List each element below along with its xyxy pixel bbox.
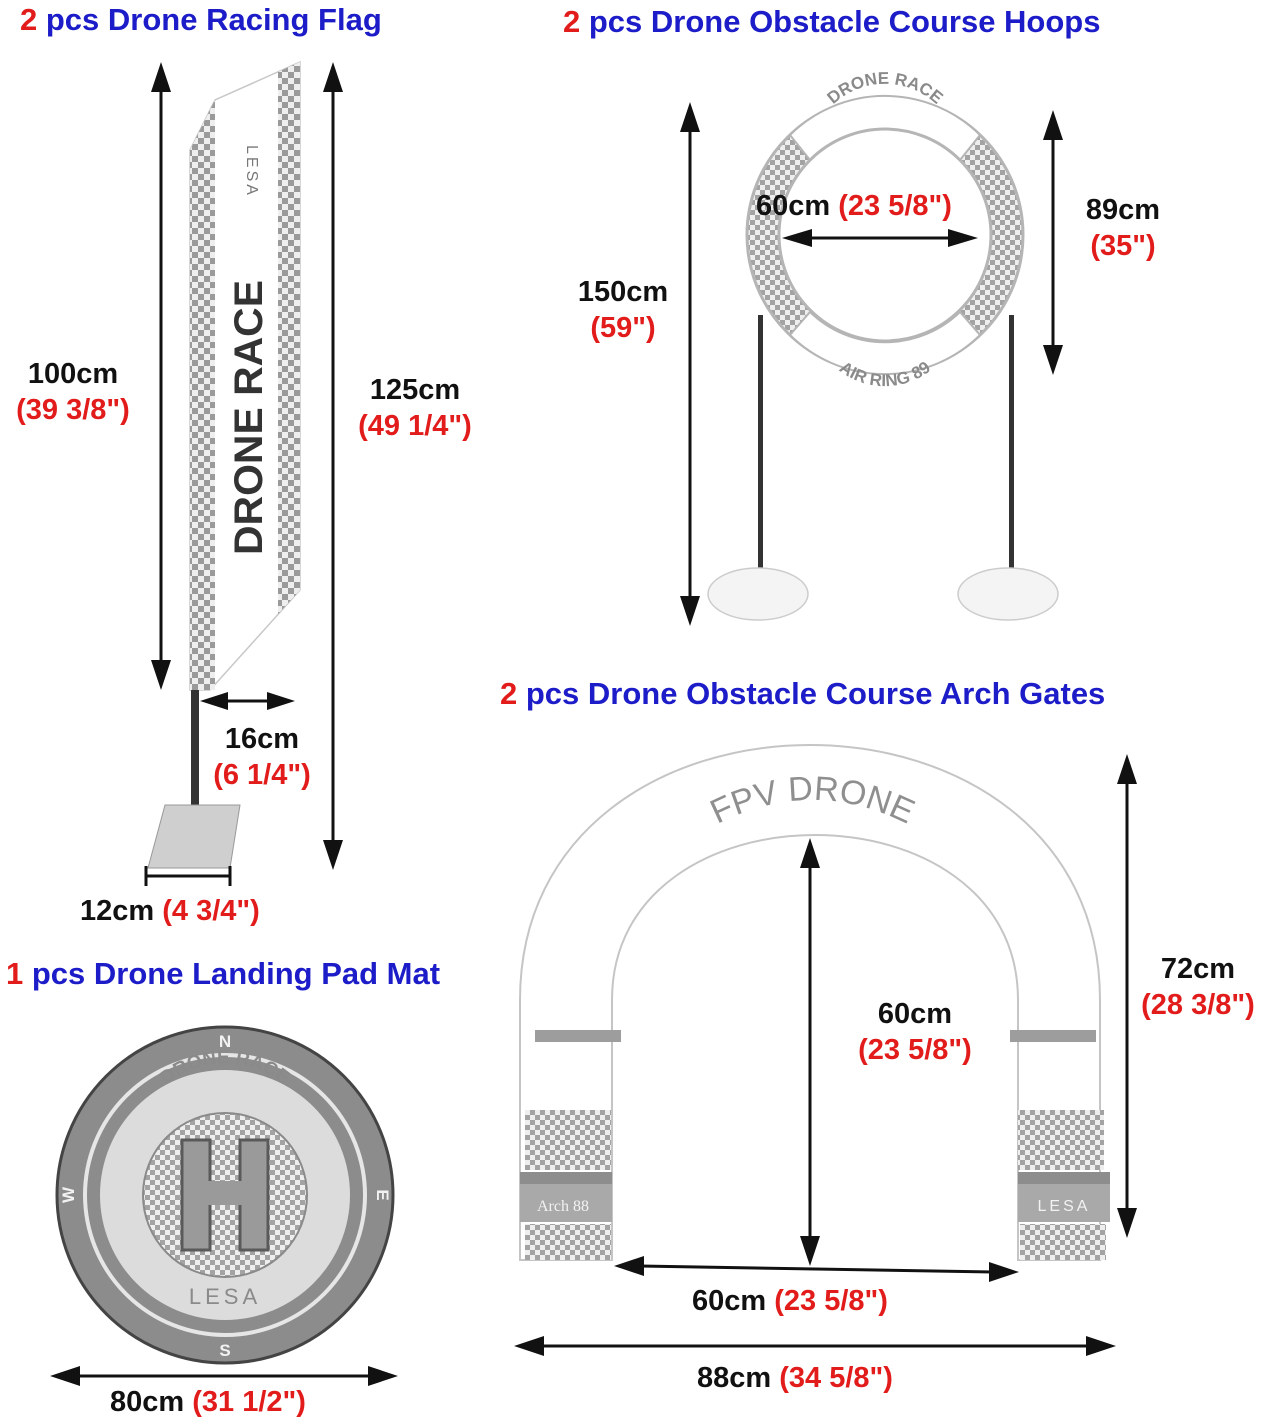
pad-title-text: pcs Drone Landing Pad Mat [23,956,441,991]
arch-inner-width-cm: 60cm [692,1285,767,1317]
pad-compass-s: S [219,1341,230,1360]
pad-diameter-cm: 80cm [110,1386,185,1418]
arch-right-checker-low [1020,1224,1106,1260]
hoop-dimension-lines [680,102,1063,626]
hoop-inner-cm: 60cm [756,190,831,222]
pad-compass-ring [83,1053,367,1337]
flag-base-inch: (4 3/4") [162,895,260,927]
arch-left-checker [525,1110,611,1170]
flag-total-height-label: 125cm (49 1/4") [358,372,472,444]
arch-title-text: pcs Drone Obstacle Course Arch Gates [517,676,1106,711]
arch-outer-width-cm: 88cm [697,1362,772,1394]
arch-right-checker [1018,1110,1104,1170]
arch-right-label-panel [1018,1184,1110,1222]
flag-brand-text: LESA [243,145,260,198]
flag-base-cm: 12cm [80,895,155,927]
pad-dimension-lines [50,1366,398,1386]
hoop-inner-opening [777,127,993,343]
flag-dimension-lines [144,62,343,886]
arch-height-inch: (28 3/8") [1141,989,1255,1021]
pad-compass-e: E [373,1189,392,1200]
hoops-qty: 2 [563,4,581,39]
hoop-ring-label: 89cm (35") [1086,192,1160,264]
hoop-ring-inch: (35") [1090,230,1156,262]
hoop-total-inch: (59") [590,312,656,344]
hoop-illustration: DRONE RACE AIR RING 89 [707,69,1059,621]
pad-compass-w: W [59,1186,78,1203]
flag-total-height-cm: 125cm [369,374,461,406]
flag-width-cm: 16cm [224,723,300,755]
pad-diameter-label: 80cm (31 1/2") [110,1384,306,1420]
flag-checker-right [278,62,300,614]
arch-print-left: Arch 88 [537,1198,589,1215]
arch-gate-illustration: Arch 88 LESA FPV DRONE [519,744,1110,1261]
pad-brand-text: LESA [189,1284,261,1309]
pad-h-glyph [180,1138,270,1252]
arch-inner-height-inch: (23 5/8") [858,1034,972,1066]
arch-qty: 2 [500,676,518,711]
hoop-right-base [957,567,1059,621]
arch-inner-width-label: 60cm (23 5/8") [692,1283,888,1319]
arch-inner-height-label: 60cm (23 5/8") [858,996,972,1068]
arch-inner-height-cm: 60cm [877,998,953,1030]
hoop-right-pole [1009,315,1014,580]
flag-height-label: 100cm (39 3/8") [16,356,130,428]
arch-section-title: 2 pcs Drone Obstacle Course Arch Gates [500,676,1105,712]
pad-diameter-inch: (31 1/2") [192,1386,306,1418]
arch-left-stripe [535,1030,621,1042]
flag-height-cm: 100cm [27,358,119,390]
arch-brand-text: LESA [1038,1198,1091,1215]
hoop-ring-cm: 89cm [1085,194,1161,226]
arch-right-stripe [1010,1030,1096,1042]
hoop-total-cm: 150cm [577,276,669,308]
flag-pole [191,690,199,840]
flag-title-text: pcs Drone Racing Flag [37,2,382,37]
arch-right-band [1018,1172,1110,1184]
flag-base-plate [147,804,241,869]
hoop-total-label: 150cm (59") [578,274,668,346]
flag-total-height-inch: (49 1/4") [358,410,472,442]
flag-height-inch: (39 3/8") [16,394,130,426]
hoop-inner-label: 60cm (23 5/8") [756,188,952,224]
arch-height-label: 72cm (28 3/8") [1141,951,1255,1023]
flag-qty: 2 [20,2,38,37]
arch-height-cm: 72cm [1160,953,1236,985]
hoops-section-title: 2 pcs Drone Obstacle Course Hoops [563,4,1100,40]
flag-checker-left [190,100,215,690]
arch-inner-width-inch: (23 5/8") [774,1285,888,1317]
arch-left-checker-low [525,1224,611,1260]
hoops-title-text: pcs Drone Obstacle Course Hoops [580,4,1101,39]
arch-outer-width-inch: (34 5/8") [779,1362,893,1394]
landing-pad-illustration: DRONE RACE LESA N S W E [55,1025,395,1365]
racing-flag-illustration: DRONE RACE LESA [147,60,301,869]
hoop-left-pole [758,315,763,580]
arch-left-band [520,1172,612,1184]
pad-qty: 1 [6,956,24,991]
hoop-left-base [707,567,809,621]
flag-width-label: 16cm (6 1/4") [213,721,311,793]
flag-width-inch: (6 1/4") [213,759,311,791]
pad-section-title: 1 pcs Drone Landing Pad Mat [6,956,440,992]
flag-base-label: 12cm (4 3/4") [80,893,260,929]
arch-body [519,744,1101,1261]
arch-outer-width-label: 88cm (34 5/8") [697,1360,893,1396]
pad-compass-n: N [219,1032,231,1051]
hoop-inner-inch: (23 5/8") [838,190,952,222]
arch-dimension-lines [514,754,1137,1356]
flag-section-title: 2 pcs Drone Racing Flag [20,2,382,38]
flag-print-text: DRONE RACE [227,280,271,555]
arch-left-label-panel [520,1184,612,1222]
